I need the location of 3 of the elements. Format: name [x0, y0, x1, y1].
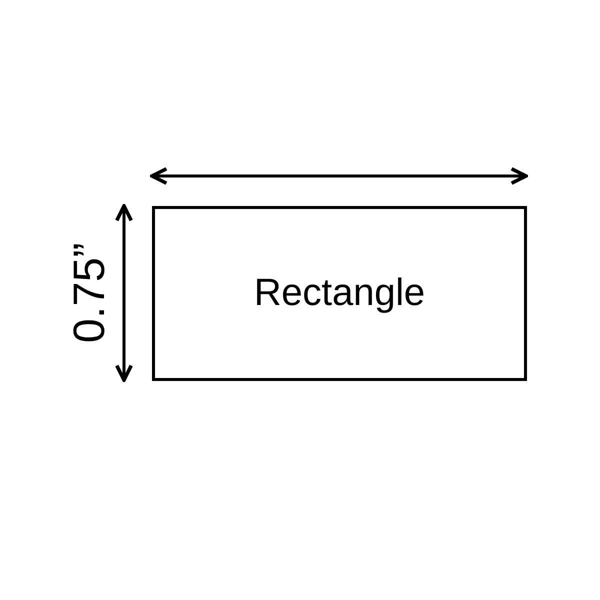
rectangle-box: [152, 206, 527, 381]
dimension-label: 0.75”: [67, 243, 113, 343]
shape-label: Rectangle: [254, 271, 426, 316]
